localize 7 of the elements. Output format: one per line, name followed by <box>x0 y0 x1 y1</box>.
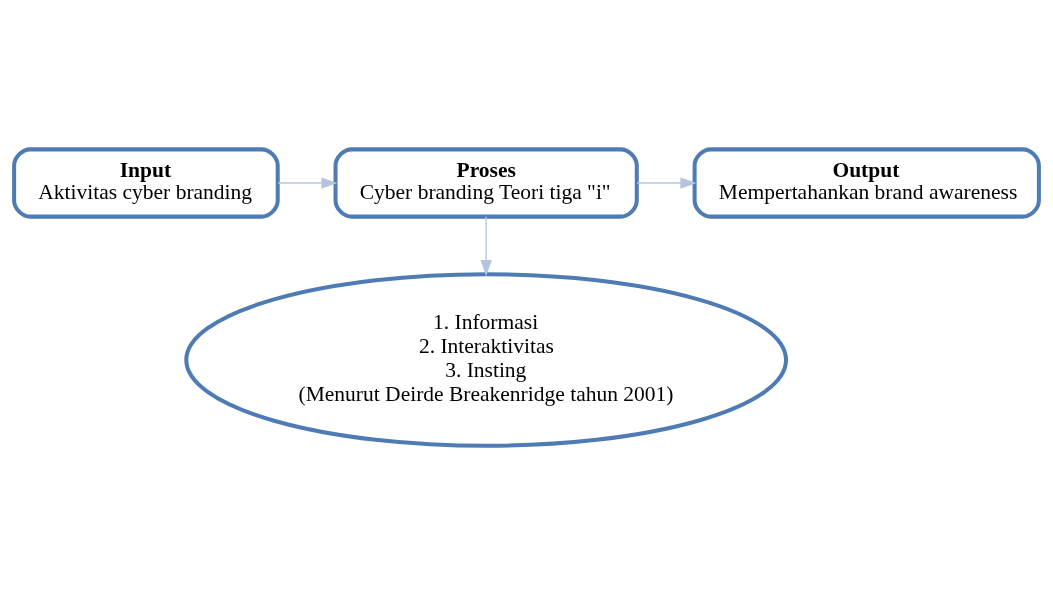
node-box: Input Aktivitas cyber branding <box>12 146 280 219</box>
arrow <box>636 176 697 189</box>
node-box: Proses Cyber branding Teori tiga "i" <box>333 146 639 219</box>
node-ellipse: 1. Informasi 2. Interaktivitas 3. Insting (Menurut Deirde Breakenridge tahun 2001) <box>184 271 789 448</box>
arrow <box>277 176 338 189</box>
arrow <box>480 215 492 276</box>
node-box: Output Mempertahankan brand awareness <box>692 146 1041 219</box>
